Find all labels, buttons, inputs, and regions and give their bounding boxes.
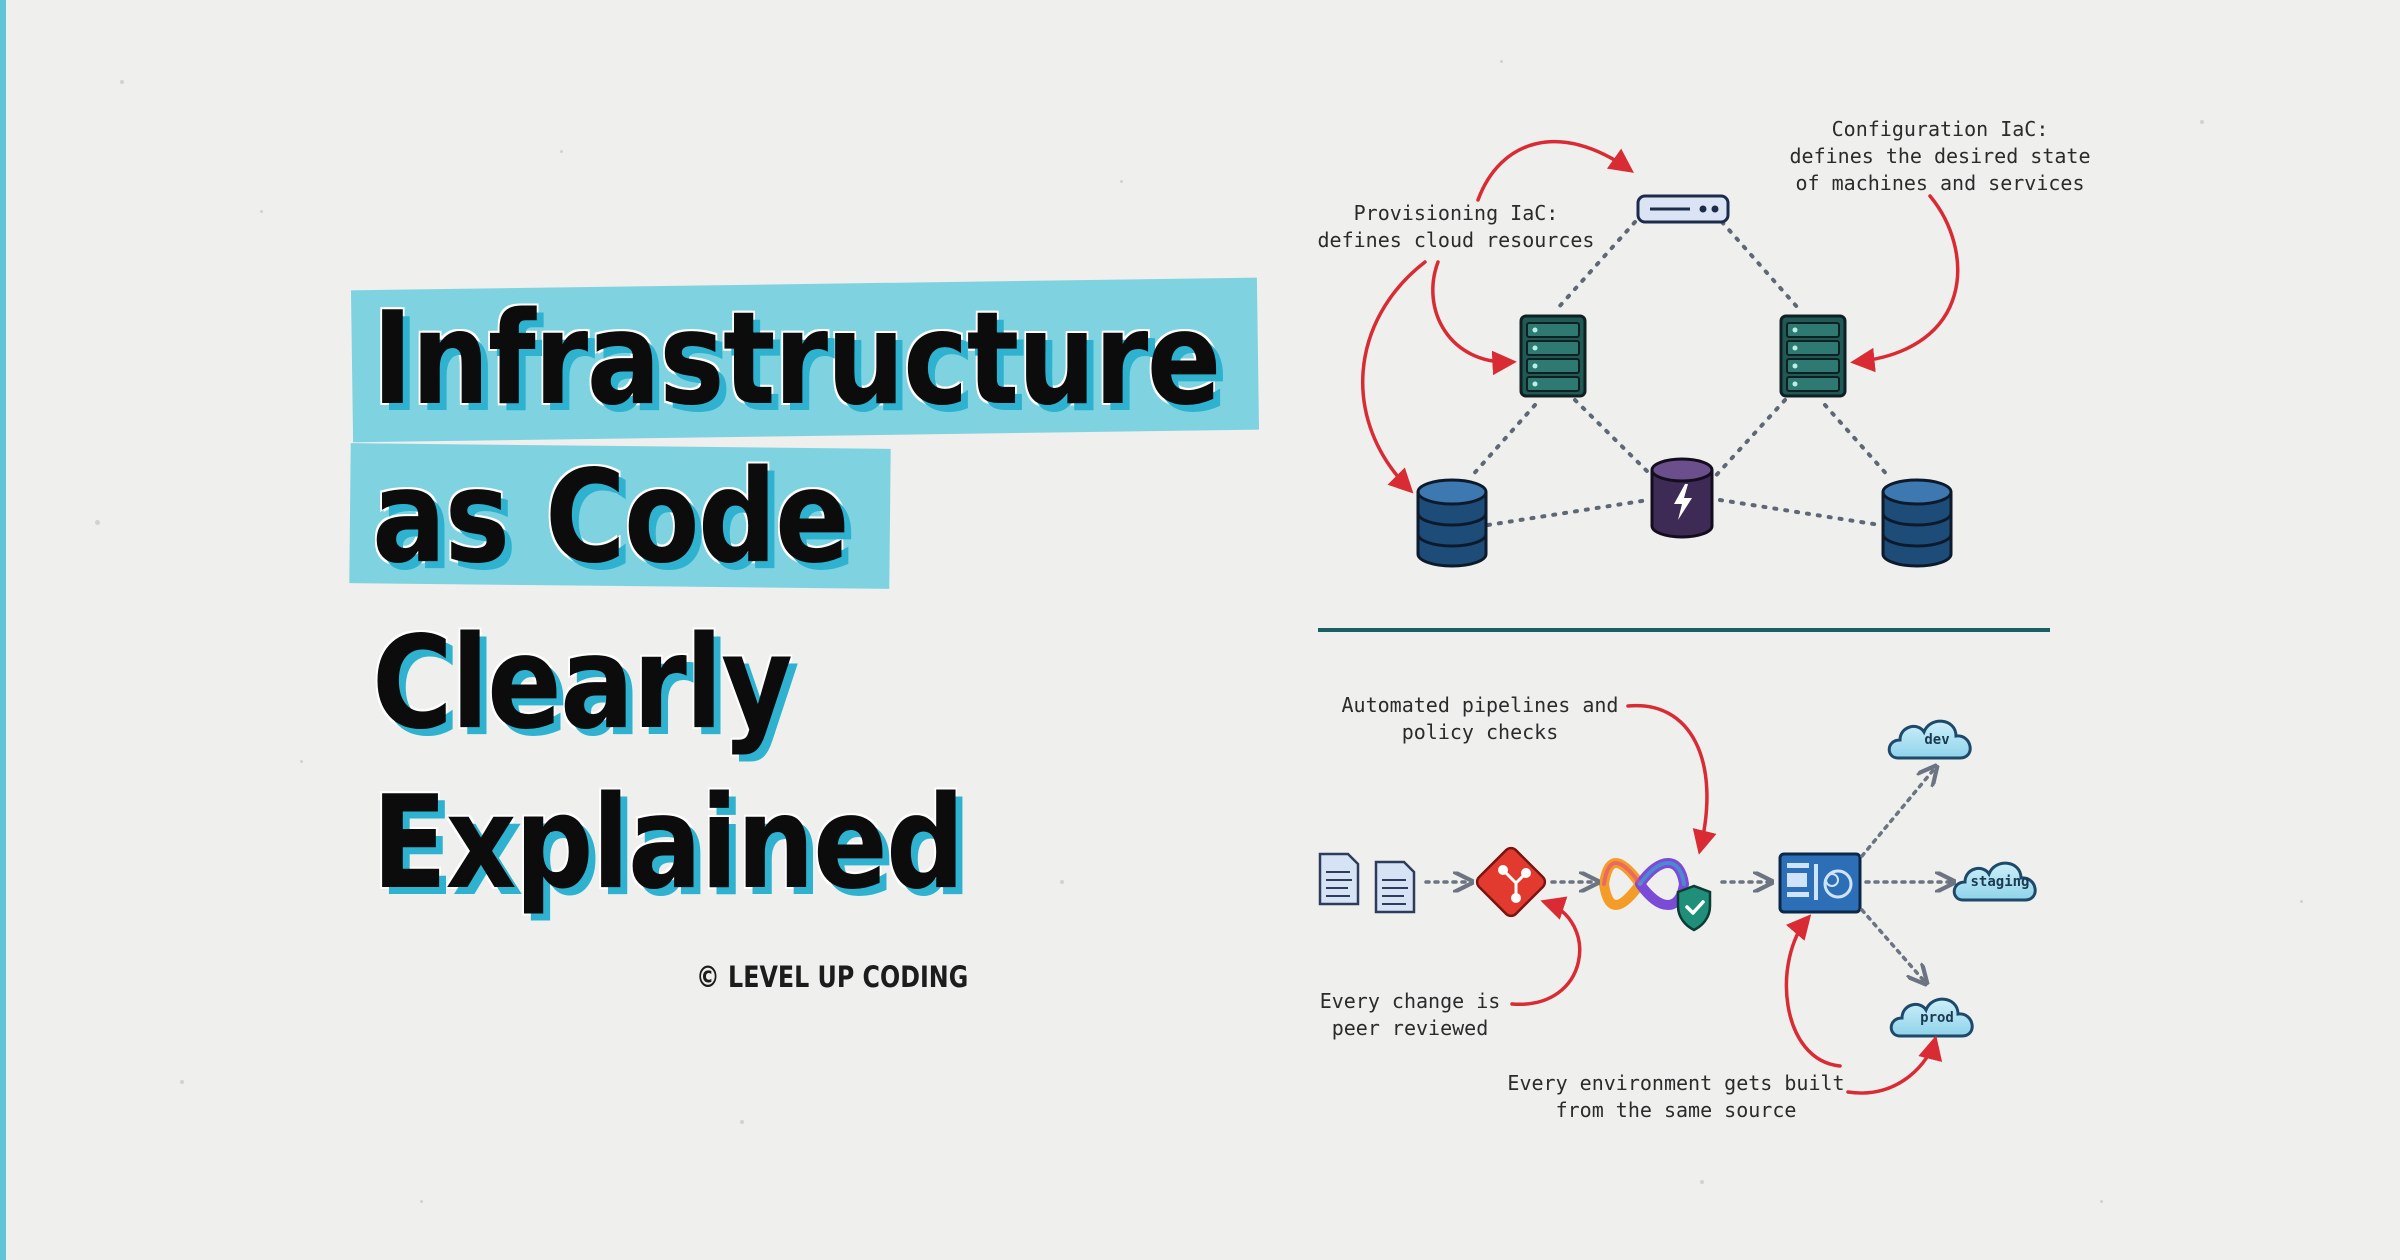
note-configuration-line1: Configuration IaC: bbox=[1831, 117, 2049, 141]
annotation-arrow bbox=[1850, 194, 1960, 373]
top-connections bbox=[1468, 220, 1892, 527]
paper-speck bbox=[560, 150, 563, 153]
env-label-staging: staging bbox=[1970, 874, 2030, 890]
connection-line bbox=[1720, 220, 1800, 310]
connection-line bbox=[1468, 403, 1537, 480]
annotation-arrow bbox=[1361, 260, 1427, 494]
cloud-icon bbox=[1889, 997, 1974, 1038]
paper-speck bbox=[180, 1080, 184, 1084]
note-pipelines-line1: Automated pipelines and bbox=[1341, 693, 1619, 717]
code-files-icon bbox=[1318, 852, 1416, 914]
title-line-4: Explained bbox=[372, 769, 965, 918]
paper-speck bbox=[1060, 880, 1064, 884]
paper-speck bbox=[1700, 1180, 1704, 1184]
title-line-2: as Code bbox=[372, 443, 850, 592]
paper-speck bbox=[1120, 180, 1123, 183]
title-block: Infrastructure as Code Clearly Explained… bbox=[349, 277, 1260, 994]
note-configuration-line2: defines the desired state bbox=[1789, 144, 2091, 168]
git-icon bbox=[1475, 846, 1547, 918]
shield-check-icon bbox=[1676, 884, 1712, 932]
paper-speck bbox=[2200, 120, 2204, 124]
note-provisioning-line1: Provisioning IaC: bbox=[1353, 201, 1559, 225]
annotation-arrow bbox=[1476, 139, 1634, 202]
title-line-1: Infrastructure bbox=[372, 285, 1221, 434]
annotation-arrow bbox=[1846, 1035, 1943, 1095]
note-pipelines-line2: policy checks bbox=[1401, 720, 1559, 744]
annotation-arrow bbox=[1431, 260, 1517, 376]
database-icon bbox=[1416, 478, 1488, 568]
top-annotation-arrows bbox=[1361, 139, 1960, 494]
paper-speck bbox=[95, 520, 100, 525]
server-rack-icon bbox=[1779, 314, 1847, 398]
load-balancer-icon bbox=[1636, 194, 1730, 224]
connection-line bbox=[1556, 220, 1637, 310]
env-label-dev: dev bbox=[1924, 732, 1950, 748]
note-provisioning: Provisioning IaC: defines cloud resource… bbox=[1306, 200, 1606, 254]
paper-speck bbox=[2300, 900, 2303, 903]
git-branch-glyph bbox=[1498, 865, 1531, 903]
note-configuration: Configuration IaC: defines the desired s… bbox=[1770, 116, 2110, 197]
note-review-line2: peer reviewed bbox=[1331, 1016, 1489, 1040]
flow-arrow bbox=[1860, 908, 1925, 982]
paper-speck bbox=[420, 1200, 423, 1203]
connection-line bbox=[1573, 398, 1660, 484]
note-env-line2: from the same source bbox=[1555, 1098, 1797, 1122]
paper-speck bbox=[2100, 1200, 2103, 1203]
database-icon bbox=[1881, 478, 1953, 568]
note-env-line1: Every environment gets built bbox=[1507, 1071, 1845, 1095]
annotation-arrow bbox=[1510, 896, 1582, 1006]
cache-lightning-icon bbox=[1650, 457, 1714, 539]
server-rack-icon bbox=[1519, 314, 1587, 398]
env-label-prod: prod bbox=[1920, 1010, 1954, 1026]
left-accent-border bbox=[0, 0, 6, 1260]
note-provisioning-line2: defines cloud resources bbox=[1317, 228, 1595, 252]
paper-speck bbox=[1350, 1000, 1353, 1003]
note-peer-review: Every change is peer reviewed bbox=[1310, 988, 1510, 1042]
brand-credit: © LEVEL UP CODING bbox=[696, 960, 969, 994]
cloud-icon bbox=[1887, 719, 1972, 760]
connection-line bbox=[1486, 498, 1650, 527]
connection-line bbox=[1823, 403, 1892, 480]
note-environments: Every environment gets built from the sa… bbox=[1506, 1070, 1846, 1124]
title-line-3: Clearly bbox=[372, 609, 793, 758]
cloud-icon bbox=[1952, 861, 2037, 902]
annotation-arrow bbox=[1784, 914, 1842, 1068]
paper-speck bbox=[740, 1120, 744, 1124]
note-configuration-line3: of machines and services bbox=[1795, 171, 2085, 195]
ci-cd-infinity-icon bbox=[1598, 858, 1690, 910]
paper-speck bbox=[1500, 60, 1503, 63]
paper-speck bbox=[300, 760, 303, 763]
dashboard-icon bbox=[1778, 852, 1862, 914]
pipeline-flow-arrows bbox=[1424, 768, 1952, 982]
connection-line bbox=[1718, 498, 1882, 527]
annotation-arrow bbox=[1626, 703, 1717, 855]
paper-speck bbox=[260, 210, 263, 213]
flow-arrow bbox=[1860, 768, 1935, 858]
connection-line bbox=[1708, 398, 1787, 484]
note-pipelines: Automated pipelines and policy checks bbox=[1330, 692, 1630, 746]
note-review-line1: Every change is bbox=[1319, 989, 1501, 1013]
paper-speck bbox=[120, 80, 124, 84]
bottom-annotation-arrows bbox=[1510, 703, 1943, 1095]
